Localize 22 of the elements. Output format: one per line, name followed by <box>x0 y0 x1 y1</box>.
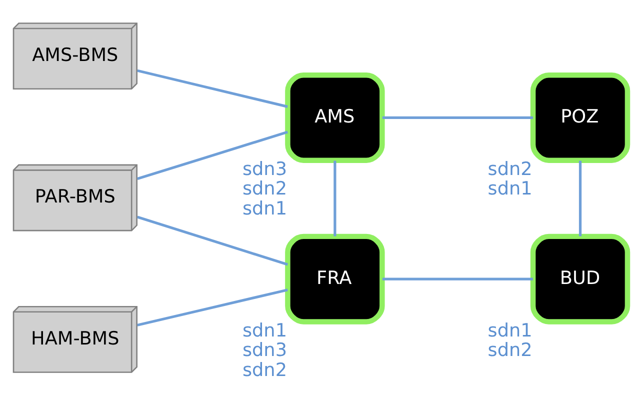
node-label: sdn2 <box>242 178 288 200</box>
connector <box>137 130 288 180</box>
connector <box>578 160 582 236</box>
connector <box>382 277 533 280</box>
connector <box>137 288 288 326</box>
node-box: AMS <box>285 72 385 162</box>
connector <box>382 116 533 119</box>
node-label: sdn2 <box>488 158 532 180</box>
node-label: sdn1 <box>488 178 532 200</box>
node-box: BUD <box>530 233 630 324</box>
node-label: sdn1 <box>242 320 288 341</box>
connector <box>137 215 288 266</box>
node-label: sdn2 <box>488 340 532 361</box>
node-label: sdn1 <box>488 320 532 341</box>
node-box: FRA <box>285 233 385 324</box>
node-label: sdn3 <box>242 340 288 361</box>
node-box: POZ <box>530 72 630 162</box>
node-label: sdn3 <box>242 158 288 180</box>
connector <box>334 160 336 236</box>
connector <box>137 68 288 108</box>
node-label: sdn1 <box>242 198 288 219</box>
node-label: sdn2 <box>242 359 288 380</box>
